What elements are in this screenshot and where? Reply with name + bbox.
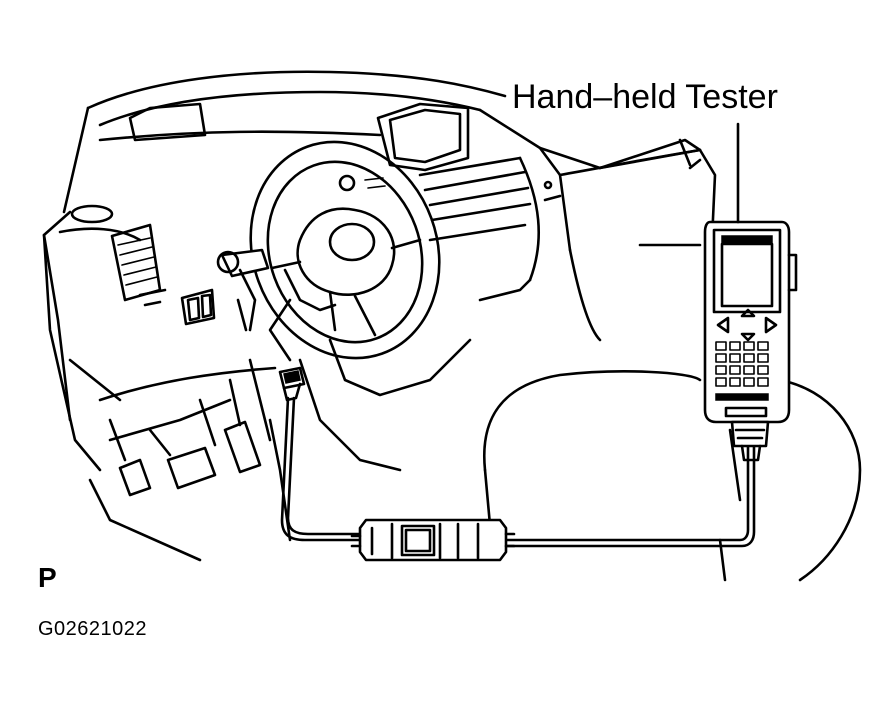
view-letter: P (38, 562, 57, 593)
steering-wheel (248, 140, 472, 472)
tester-cable (280, 396, 756, 548)
hand-held-tester-icon (703, 220, 798, 462)
figure-code: G02621022 (38, 618, 148, 640)
pedals (88, 378, 292, 562)
stalk-lever (216, 248, 270, 332)
dashboard (42, 70, 717, 472)
seat (482, 370, 862, 582)
adapter-icon (350, 518, 516, 562)
dlc3-connector-icon (278, 366, 306, 402)
tester-label: Hand–held Tester (512, 78, 778, 116)
